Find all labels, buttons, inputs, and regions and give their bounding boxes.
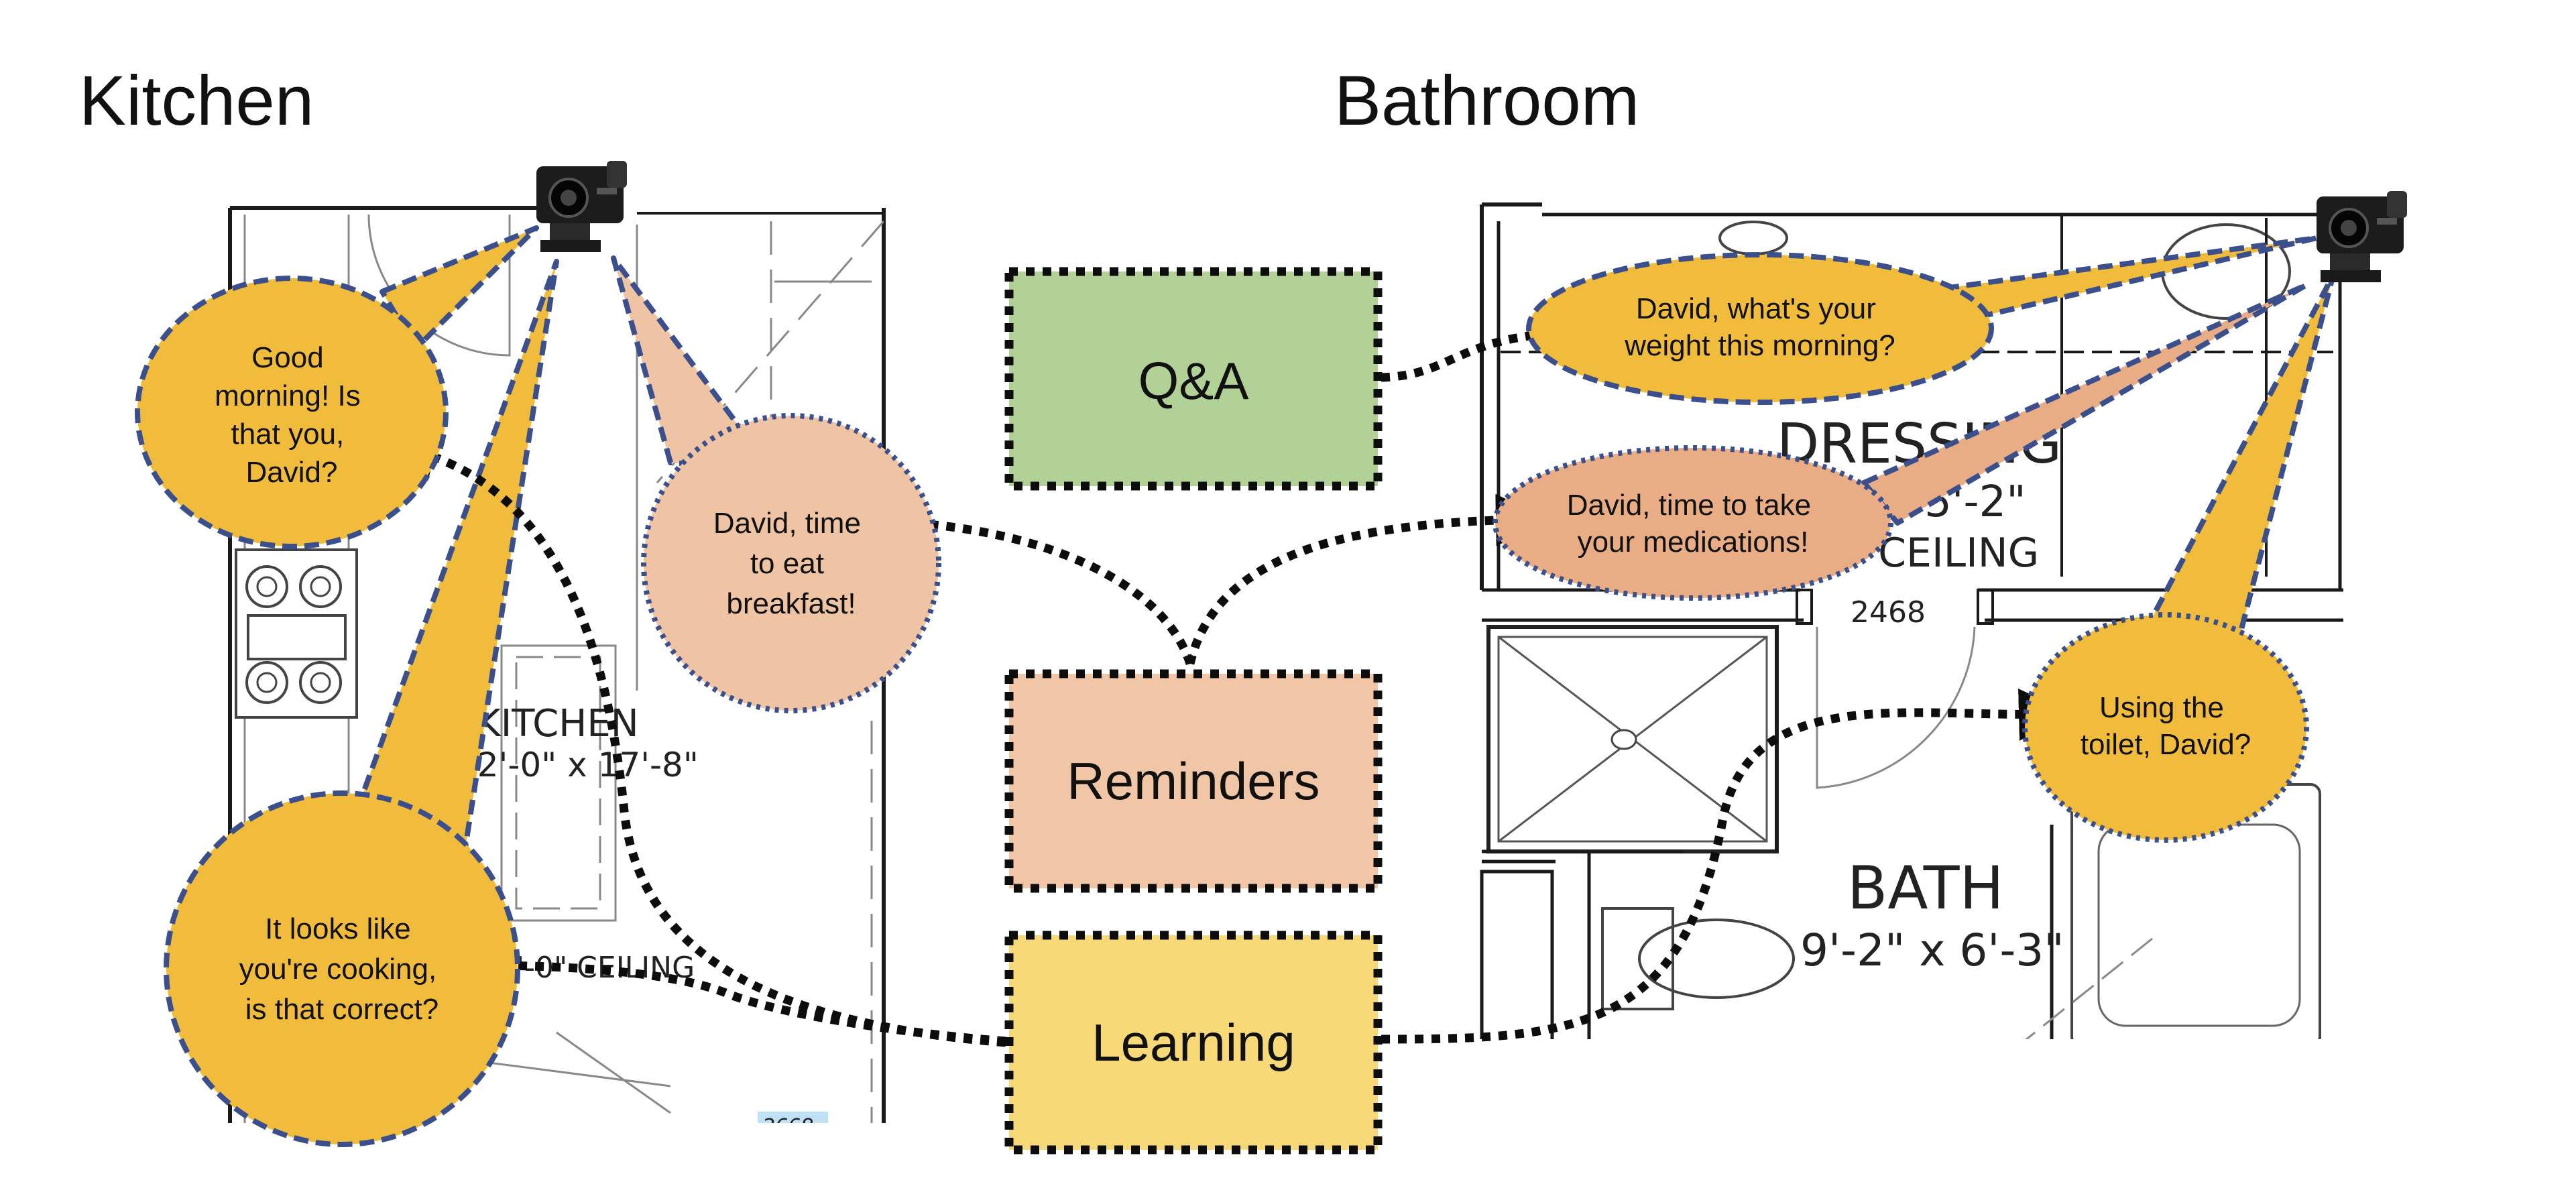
bath-door-tag: 2468 xyxy=(1851,595,1926,630)
connectors xyxy=(384,306,2071,1047)
cooking-tail xyxy=(339,259,559,868)
svg-text:David, time to eat: David, time to eat breakfast! xyxy=(713,507,869,620)
kitchen-door-tag: 2668 xyxy=(762,1115,813,1138)
kitchen-webcam-icon xyxy=(536,161,627,252)
learning-label: Learning xyxy=(1092,1013,1295,1072)
learning-box: Learning xyxy=(1004,931,1383,1155)
toilet-icon xyxy=(1601,907,1795,1010)
kitchen-room-size: 12'-0" x 17'-8" xyxy=(456,746,699,784)
kitchen-title: Kitchen xyxy=(79,62,314,140)
bubble-good-morning: Good morning! Is that you, David? xyxy=(135,276,449,549)
bathroom-webcam-icon xyxy=(2317,191,2407,282)
reminders-label: Reminders xyxy=(1067,752,1320,811)
kitchen-ceiling: 9'-0" CEILING xyxy=(497,951,695,985)
breakfast-line-2: to eat xyxy=(750,547,824,580)
good-morning-line-4: David? xyxy=(246,456,338,489)
bathroom-title: Bathroom xyxy=(1334,62,1639,140)
learning-to-good-morning-arrow xyxy=(384,430,1006,1047)
good-morning-line-2: morning! Is xyxy=(215,379,361,412)
weight-line-1: David, what's your xyxy=(1636,292,1876,325)
svg-text:David, time to take your: David, time to take your medications! xyxy=(1567,489,1820,558)
reminders-box: Reminders xyxy=(1004,669,1383,893)
breakfast-line-1: David, time xyxy=(713,507,861,540)
reminders-to-breakfast-arrow xyxy=(866,496,1195,665)
breakfast-tail xyxy=(611,255,774,472)
bubble-cooking: It looks like you're cooking, is that co… xyxy=(164,790,520,1147)
breakfast-line-3: breakfast! xyxy=(726,587,856,620)
qa-to-weight-arrow xyxy=(1381,306,1605,382)
svg-text:David, what's your weigh: David, what's your weight this morning? xyxy=(1624,292,1895,362)
weight-line-2: weight this morning? xyxy=(1624,329,1895,362)
toilet-line-1: Using the xyxy=(2099,691,2224,724)
svg-text:Using the toilet, David?: Using the toilet, David? xyxy=(2081,691,2251,761)
good-morning-line-1: Good xyxy=(251,341,324,374)
bath-room-name: BATH xyxy=(1847,853,2004,923)
cooking-line-3: is that correct? xyxy=(245,993,439,1026)
learning-to-cooking-arrow xyxy=(457,939,1006,1046)
medications-line-1: David, time to take xyxy=(1567,489,1811,522)
good-morning-tail xyxy=(379,225,539,351)
bathroom-floor-plan: 2468 DRESSING 8'-0" x 5'-2" 9'-0" CEILIN… xyxy=(1480,202,2343,1039)
bubble-tails xyxy=(339,225,2336,868)
learning-to-toilet-arrow xyxy=(1381,688,2071,1044)
stove-icon xyxy=(235,548,358,719)
bubble-toilet: Using the toilet, David? xyxy=(2022,612,2309,843)
shower-icon xyxy=(1486,625,1779,853)
cooking-line-2: you're cooking, xyxy=(239,953,437,986)
svg-text:It looks like you're coo: It looks like you're cooking, is that co… xyxy=(239,912,445,1026)
qa-box: Q&A xyxy=(1004,267,1383,491)
qa-label: Q&A xyxy=(1138,351,1249,410)
cooking-line-1: It looks like xyxy=(265,912,411,945)
svg-text:Good morning! Is: Good morning! Is that you, David? xyxy=(215,341,369,489)
bubble-breakfast: David, time to eat breakfast! xyxy=(641,413,941,713)
good-morning-line-3: that you, xyxy=(231,418,344,451)
bubble-medications: David, time to take your medications! xyxy=(1492,445,1893,601)
toilet-line-2: toilet, David? xyxy=(2081,728,2251,761)
bath-room-size: 9'-2" x 6'-3" xyxy=(1800,925,2064,976)
medications-line-2: your medications! xyxy=(1578,526,1809,558)
reminders-to-medications-arrow xyxy=(1185,493,1548,665)
toilet-tail xyxy=(2143,272,2336,640)
bubble-weight: David, what's your weight this morning? xyxy=(1526,252,1994,405)
sink-icon xyxy=(1718,221,1788,255)
